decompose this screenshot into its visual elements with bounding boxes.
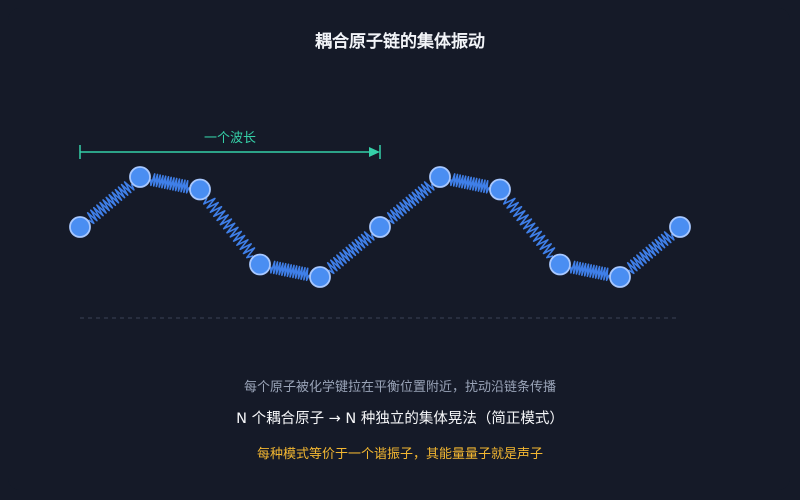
diagram-title: 耦合原子链的集体振动: [315, 31, 485, 52]
spring-bond-5: [326, 231, 375, 275]
atom-2: [129, 166, 151, 188]
atom-11: [669, 216, 691, 238]
spring-bond-2: [150, 173, 190, 194]
atom-3: [189, 178, 211, 201]
spring-bond-8: [503, 197, 556, 259]
wavelength-arrowhead: [369, 147, 380, 157]
spring-bond-7: [450, 173, 490, 194]
spring-bond-9: [570, 260, 610, 282]
caption-line-3: 每种模式等价于一个谐振子，其能量量子就是声子: [257, 446, 543, 462]
spring-bond-1: [86, 181, 135, 225]
atom-1: [69, 216, 91, 238]
atom-10: [609, 266, 631, 288]
spring-bond-4: [270, 260, 310, 282]
atom-4: [249, 253, 271, 276]
atom-8: [489, 178, 511, 201]
springs-group: [86, 173, 675, 282]
atoms-group: [69, 166, 691, 288]
atom-9: [549, 253, 571, 276]
spring-bond-10: [626, 231, 675, 275]
caption-line-2: N 个耦合原子 → N 种独立的集体晃法（简正模式）: [236, 410, 564, 427]
spring-bond-6: [386, 181, 435, 225]
wavelength-label: 一个波长: [204, 131, 256, 146]
wavelength-marker: 一个波长: [79, 131, 381, 159]
caption-line-1: 每个原子被化学键拉在平衡位置附近，扰动沿链条传播: [244, 379, 556, 395]
spring-bond-3: [203, 197, 256, 259]
atom-7: [429, 166, 451, 188]
atom-5: [309, 266, 331, 288]
atom-6: [369, 216, 391, 238]
